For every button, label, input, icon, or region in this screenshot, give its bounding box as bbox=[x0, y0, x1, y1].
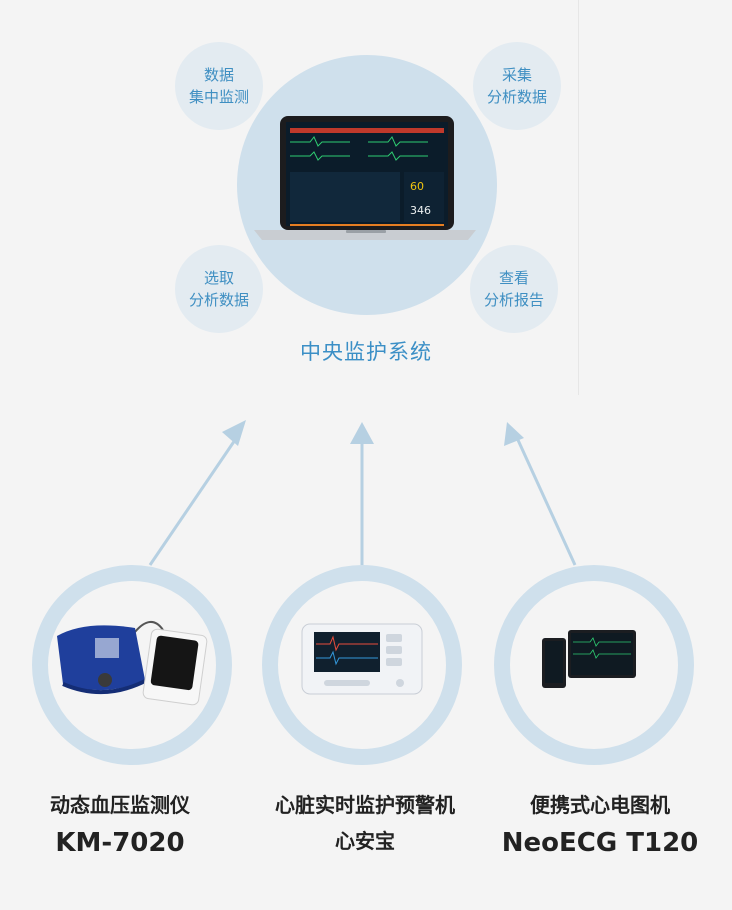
heart-monitor-device-image bbox=[301, 623, 423, 695]
connector-arrows bbox=[148, 420, 577, 566]
arrow-head-center bbox=[350, 422, 374, 444]
panel-divider bbox=[578, 0, 579, 395]
bubble-collect-analyze: 采集 分析数据 bbox=[473, 42, 561, 130]
bubble-line: 数据 bbox=[203, 66, 234, 84]
bubble-line: 分析数据 bbox=[486, 88, 547, 106]
device-model: NeoECG T120 bbox=[501, 828, 699, 858]
device-model: 心安宝 bbox=[335, 829, 395, 853]
arrow-head-left bbox=[222, 420, 246, 446]
bubble-line: 集中监测 bbox=[188, 88, 249, 106]
laptop-image: 60 346 bbox=[254, 116, 476, 240]
device-name: 便携式心电图机 bbox=[530, 793, 670, 817]
laptop-value-a: 60 bbox=[410, 180, 424, 193]
bubble-select-analyze: 选取 分析数据 bbox=[175, 245, 263, 333]
bubble-data-monitoring: 数据 集中监测 bbox=[175, 42, 263, 130]
bubble-line: 查看 bbox=[498, 269, 529, 287]
device-name: 心脏实时监护预警机 bbox=[275, 793, 455, 817]
laptop-value-b: 346 bbox=[410, 204, 431, 217]
ecg-device-image bbox=[542, 630, 636, 688]
device-label-heart-monitor: 心脏实时监护预警机 心安宝 bbox=[250, 790, 480, 856]
device-model: KM-7020 bbox=[55, 828, 185, 858]
bubble-line: 选取 bbox=[203, 269, 234, 287]
device-label-ecg: 便携式心电图机 NeoECG T120 bbox=[490, 790, 710, 862]
central-system-label: 中央监护系统 bbox=[300, 340, 432, 364]
arrow-head-right bbox=[504, 422, 524, 446]
device-name: 动态血压监测仪 bbox=[50, 793, 190, 817]
blood-pressure-device-image bbox=[57, 621, 208, 706]
arrow-line-left bbox=[148, 439, 237, 566]
device-label-blood-pressure: 动态血压监测仪 KM-7020 bbox=[0, 790, 240, 862]
arrow-line-right bbox=[516, 439, 577, 566]
bubble-view-report: 查看 分析报告 bbox=[470, 245, 558, 333]
bubble-line: 分析报告 bbox=[483, 291, 544, 309]
bubble-line: 采集 bbox=[501, 66, 532, 84]
bubble-line: 分析数据 bbox=[188, 291, 249, 309]
